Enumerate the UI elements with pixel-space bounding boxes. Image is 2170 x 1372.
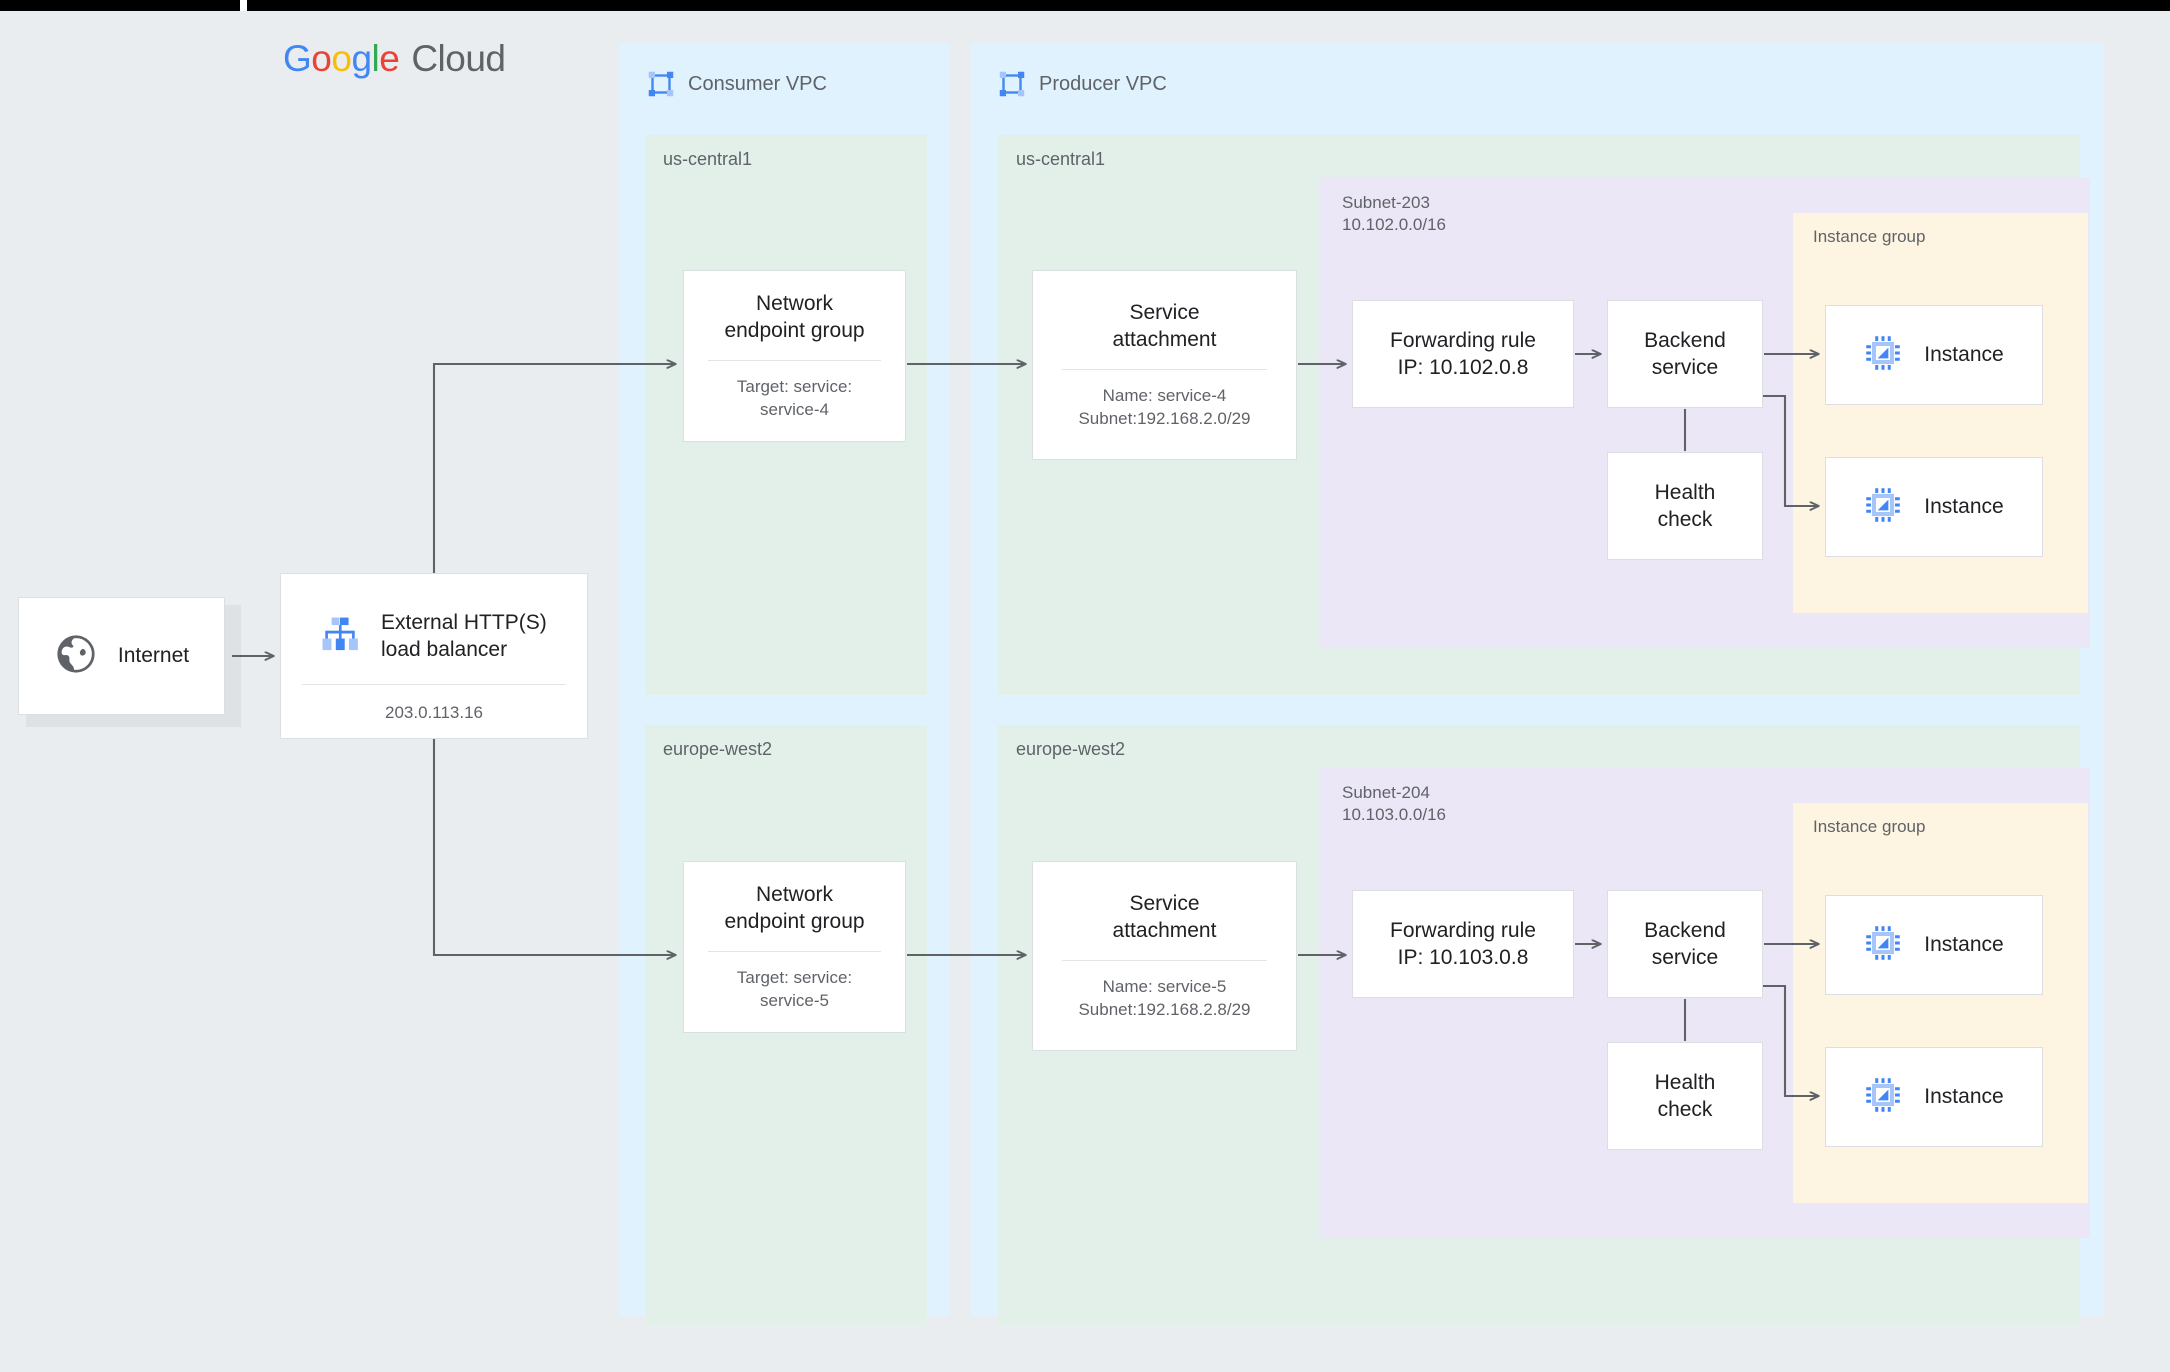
instance-us-central1-2[interactable]: Instance: [1825, 457, 2043, 557]
network-endpoint-group-europe-west2[interactable]: Network endpoint group Target: service: …: [683, 861, 906, 1033]
forwarding-rule-text-1: Forwarding rule IP: 10.103.0.8: [1390, 918, 1536, 969]
service-attachment-sub-0: Name: service-4 Subnet:192.168.2.0/29: [1078, 385, 1251, 428]
consumer-region-label-0: us-central1: [663, 149, 753, 169]
consumer-vpc-title: Consumer VPC: [688, 72, 827, 95]
cpu-chip-icon: [1864, 334, 1902, 377]
logo-word-cloud: Cloud: [411, 38, 506, 79]
neg-title-1: Network endpoint group: [724, 883, 865, 933]
service-attachment-europe-west2[interactable]: Service attachment Name: service-5 Subne…: [1032, 861, 1297, 1051]
service-attachment-divider-0: [1061, 368, 1268, 370]
neg-divider-1: [708, 950, 881, 952]
internet-label: Internet: [117, 644, 190, 667]
external-http-load-balancer[interactable]: External HTTP(S) load balancer 203.0.113…: [280, 573, 588, 739]
hierarchy-icon: [319, 613, 361, 660]
subnet-203-label: Subnet-203 10.102.0.0/16: [1342, 192, 1446, 237]
vpc-icon: [997, 69, 1027, 99]
google-cloud-logo: Google Cloud: [283, 40, 506, 77]
internet-card[interactable]: Internet: [18, 597, 225, 715]
health-check-text-0: Health check: [1654, 480, 1716, 531]
subnet-204-name: Subnet-204: [1342, 783, 1430, 802]
service-attachment-title-1: Service attachment: [1112, 892, 1217, 942]
logo-letter-g: G: [283, 38, 312, 79]
globe-icon: [54, 632, 98, 681]
top-black-bar: [0, 0, 2170, 11]
neg-title-0: Network endpoint group: [724, 292, 865, 342]
instance-group-label-0: Instance group: [1813, 227, 1926, 246]
load-balancer-title: External HTTP(S) load balancer: [381, 611, 547, 661]
load-balancer-ip: 203.0.113.16: [385, 702, 483, 722]
forwarding-rule-text-0: Forwarding rule IP: 10.102.0.8: [1390, 328, 1536, 379]
neg-sub-1: Target: service: service-5: [736, 967, 853, 1010]
network-endpoint-group-us-central1[interactable]: Network endpoint group Target: service: …: [683, 270, 906, 442]
producer-region-label-0: us-central1: [1016, 149, 1106, 169]
service-attachment-us-central1[interactable]: Service attachment Name: service-4 Subne…: [1032, 270, 1297, 460]
consumer-region-label-1: europe-west2: [663, 739, 773, 759]
subnet-204: Subnet-204 10.103.0.0/16 Instance group: [1320, 768, 2090, 1238]
backend-service-text-0: Backend service: [1644, 328, 1726, 379]
instance-label-1-1: Instance: [1924, 1085, 2004, 1108]
health-check-text-1: Health check: [1654, 1070, 1716, 1121]
instance-europe-west2-1[interactable]: Instance: [1825, 895, 2043, 995]
instance-label-0-1: Instance: [1924, 495, 2004, 518]
subnet-204-label: Subnet-204 10.103.0.0/16: [1342, 782, 1446, 827]
service-attachment-title-0: Service attachment: [1112, 301, 1217, 351]
load-balancer-divider: [302, 683, 566, 685]
logo-letter-o2: o: [331, 38, 352, 79]
cpu-chip-icon: [1864, 924, 1902, 967]
subnet-203-cidr: 10.102.0.0/16: [1342, 215, 1446, 235]
logo-letter-e: e: [379, 38, 400, 79]
service-attachment-divider-1: [1061, 959, 1268, 961]
consumer-vpc: Consumer VPC us-central1 europe-west2: [620, 43, 950, 1325]
instance-label-1-0: Instance: [1924, 933, 2004, 956]
health-check-europe-west2[interactable]: Health check: [1607, 1042, 1763, 1150]
subnet-203-name: Subnet-203: [1342, 193, 1430, 212]
forwarding-rule-us-central1[interactable]: Forwarding rule IP: 10.102.0.8: [1352, 300, 1574, 408]
consumer-vpc-header: Consumer VPC: [646, 69, 827, 99]
subnet-204-cidr: 10.103.0.0/16: [1342, 805, 1446, 825]
logo-letter-g2: g: [351, 38, 372, 79]
producer-region-label-1: europe-west2: [1016, 739, 1126, 759]
instance-us-central1-1[interactable]: Instance: [1825, 305, 2043, 405]
backend-service-europe-west2[interactable]: Backend service: [1607, 890, 1763, 998]
neg-sub-0: Target: service: service-4: [736, 376, 853, 419]
forwarding-rule-europe-west2[interactable]: Forwarding rule IP: 10.103.0.8: [1352, 890, 1574, 998]
instance-label-0-0: Instance: [1924, 343, 2004, 366]
instance-europe-west2-2[interactable]: Instance: [1825, 1047, 2043, 1147]
service-attachment-sub-1: Name: service-5 Subnet:192.168.2.8/29: [1078, 976, 1251, 1019]
producer-vpc-header: Producer VPC: [997, 69, 1167, 99]
logo-letter-l: l: [371, 38, 380, 79]
instance-group-label-1: Instance group: [1813, 817, 1926, 836]
subnet-203: Subnet-203 10.102.0.0/16 Instance group: [1320, 178, 2090, 648]
top-bar-notch: [240, 0, 247, 11]
producer-vpc-title: Producer VPC: [1039, 72, 1167, 95]
backend-service-text-1: Backend service: [1644, 918, 1726, 969]
backend-service-us-central1[interactable]: Backend service: [1607, 300, 1763, 408]
health-check-us-central1[interactable]: Health check: [1607, 452, 1763, 560]
logo-letter-o1: o: [311, 38, 332, 79]
cpu-chip-icon: [1864, 1076, 1902, 1119]
neg-divider-0: [708, 359, 881, 361]
vpc-icon: [646, 69, 676, 99]
cpu-chip-icon: [1864, 486, 1902, 529]
